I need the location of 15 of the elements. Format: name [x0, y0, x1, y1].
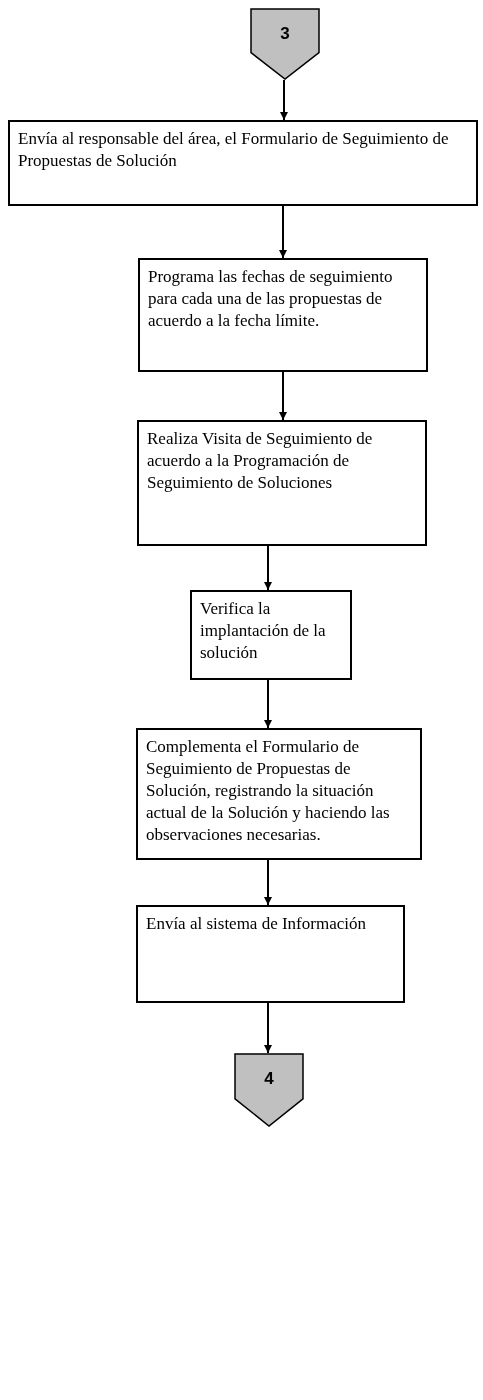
- process-box: Programa las fechas de seguimiento para cada una de las propuestas de acuerdo a la fecha límite.: [138, 258, 428, 372]
- process-box: Verifica la implantación de la solución: [190, 590, 352, 680]
- process-box: Complementa el Formulario de Seguimiento de Propuestas de Solución, registrando la situación actual de la Solución y haciendo las observaciones necesarias.: [136, 728, 422, 860]
- arrow: [264, 1002, 272, 1054]
- connector-number: 4: [264, 1069, 274, 1089]
- arrow: [264, 859, 272, 906]
- process-box: Envía al sistema de Información: [136, 905, 405, 1003]
- arrow: [279, 371, 287, 421]
- connector-number: 3: [280, 24, 290, 44]
- arrow: [280, 79, 288, 121]
- arrow: [279, 205, 287, 259]
- arrow: [264, 545, 272, 591]
- arrow: [264, 679, 272, 729]
- process-box: Envía al responsable del área, el Formulario de Seguimiento de Propuestas de Solución: [8, 120, 478, 206]
- process-box: Realiza Visita de Seguimiento de acuerdo a la Programación de Seguimiento de Soluciones: [137, 420, 427, 546]
